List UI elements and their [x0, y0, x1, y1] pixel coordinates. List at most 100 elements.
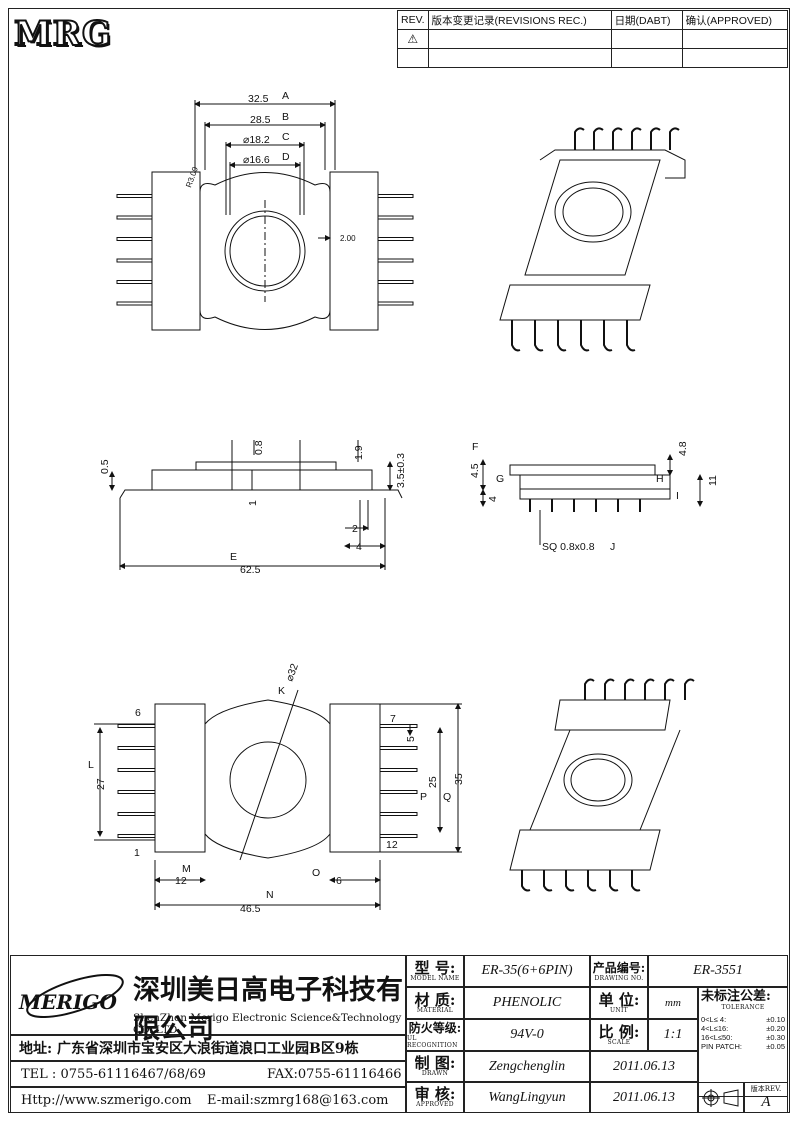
pin	[603, 320, 613, 352]
dim-label: 1	[247, 500, 259, 506]
unit-value: mm	[648, 987, 698, 1019]
top-view	[116, 100, 414, 331]
pin	[379, 834, 418, 838]
dim-label: 7	[390, 713, 396, 725]
pin	[534, 320, 544, 352]
pin	[116, 301, 153, 306]
drawing-no-label-cell: 产品编号:DRAWING NO.	[590, 955, 648, 987]
dim-label: 28.5	[250, 114, 271, 126]
merigo-logo: MERIGO	[17, 968, 127, 1019]
pin	[624, 678, 635, 700]
address: 地址: 广东省深圳市宝安区大浪街道浪口工业园B区9栋	[10, 1035, 406, 1061]
dim-label: 4.5	[469, 463, 481, 478]
pin	[116, 215, 153, 220]
pin	[379, 724, 418, 728]
dim-letter-l: L	[88, 759, 94, 771]
dim-label: 32.5	[248, 93, 269, 105]
dim-letter-j: J	[610, 541, 615, 553]
dim-letter-i: I	[676, 490, 679, 502]
dim-letter-g: G	[496, 473, 504, 485]
pin	[557, 320, 567, 352]
pin	[580, 320, 590, 352]
pin	[604, 678, 615, 700]
pin	[117, 746, 156, 750]
website-link[interactable]: Http://www.szmerigo.com	[21, 1092, 192, 1108]
pin	[377, 237, 414, 241]
projection-symbol-icon	[702, 1088, 739, 1107]
unit-label-cell: 单 位:UNIT	[590, 987, 648, 1019]
dim-label: 6	[135, 707, 141, 719]
dim-letter-q: Q	[443, 791, 451, 803]
side-view	[109, 440, 403, 570]
merigo-wordmark: MERIGO	[19, 990, 117, 1014]
contact-row: TEL : 0755-61116467/68/69 FAX:0755-61116…	[10, 1061, 406, 1087]
material-value: PHENOLIC	[464, 987, 590, 1019]
projection-symbol-cell	[698, 1082, 744, 1113]
pin	[117, 724, 156, 728]
dim-label: 1.9	[353, 445, 365, 460]
fire-label-cell: 防火等级:UL RECOGNITION	[406, 1019, 464, 1051]
approved-label-cell: 审 核:APPROVED	[406, 1082, 464, 1113]
approved-date: 2011.06.13	[590, 1082, 698, 1113]
approved-by: WangLingyun	[464, 1082, 590, 1113]
merigo-swoosh-icon	[26, 973, 124, 1019]
dim-label: 12	[175, 875, 187, 887]
pin	[377, 258, 414, 263]
pin	[664, 678, 675, 700]
drawn-label-cell: 制 图:DRAWN	[406, 1051, 464, 1082]
pin	[379, 746, 418, 750]
pin	[521, 870, 531, 892]
web-row: Http://www.szmerigo.com E-mail:szmrg168@…	[10, 1087, 406, 1113]
dim-label: 5	[405, 736, 417, 742]
dim-label: 4.8	[677, 441, 689, 456]
fire-value: 94V-0	[464, 1019, 590, 1051]
pin	[117, 812, 156, 816]
pin	[631, 127, 642, 150]
pin	[377, 215, 414, 220]
pin	[116, 194, 153, 198]
pin	[117, 790, 156, 794]
dim-letter-e: E	[230, 551, 237, 563]
dim-label: 11	[707, 475, 719, 486]
pin	[684, 678, 695, 700]
dim-label: ⌀18.2	[243, 134, 270, 146]
pin	[669, 127, 680, 150]
revisions-table: REV. 版本变更记录(REVISIONS REC.) 日期(DABT) 确认(…	[397, 10, 789, 68]
isometric-bottom-view	[509, 678, 695, 892]
pin	[644, 678, 655, 700]
scale-label-cell: 比 例:SCALE	[590, 1019, 648, 1051]
pin	[377, 301, 414, 306]
pin	[565, 870, 575, 892]
dim-label: 25	[427, 776, 439, 788]
dim-label: 3.5±0.3	[395, 453, 407, 488]
rev-cell: 版本REV. A	[744, 1082, 788, 1113]
dim-label: 46.5	[240, 903, 261, 915]
dim-label: 6	[336, 875, 342, 887]
pin	[631, 870, 641, 892]
drawn-by: Zengchenglin	[464, 1051, 590, 1082]
dim-letter-f: F	[472, 441, 478, 453]
pin	[116, 258, 153, 263]
title-block: MERIGO 深圳美日高电子科技有限公司 ShenZhen Merigo Ele…	[10, 955, 788, 1113]
tel: TEL : 0755-61116467/68/69	[21, 1066, 206, 1082]
pin	[377, 280, 414, 284]
dim-label: 2	[352, 523, 358, 535]
pin	[593, 127, 604, 150]
approved-header: 确认(APPROVED)	[681, 10, 789, 30]
date-header: 日期(DABT)	[610, 10, 683, 30]
tolerance-cell: 未标注公差: TOLERANCE 0<L≤ 4:±0.10 4<L≤16:±0.…	[698, 987, 788, 1097]
dim-label: 1	[134, 847, 140, 859]
pin	[511, 320, 521, 352]
model-value: ER-35(6+6PIN)	[464, 955, 590, 987]
email-link[interactable]: E-mail:szmrg168@163.com	[207, 1092, 389, 1108]
dim-label: R3.00	[184, 165, 200, 189]
dim-letter-c: C	[282, 131, 290, 143]
drawing-no-value: ER-3551	[648, 955, 788, 987]
company-name-cn: 深圳美日高电子科技有限公司	[133, 975, 403, 1045]
material-label-cell: 材 质:MATERIAL	[406, 987, 464, 1019]
pin	[117, 834, 156, 838]
dim-label: 62.5	[240, 564, 261, 576]
model-label-cell: 型 号:MODEL NAME	[406, 955, 464, 987]
dim-label: 12	[386, 839, 398, 851]
pin	[584, 678, 595, 700]
